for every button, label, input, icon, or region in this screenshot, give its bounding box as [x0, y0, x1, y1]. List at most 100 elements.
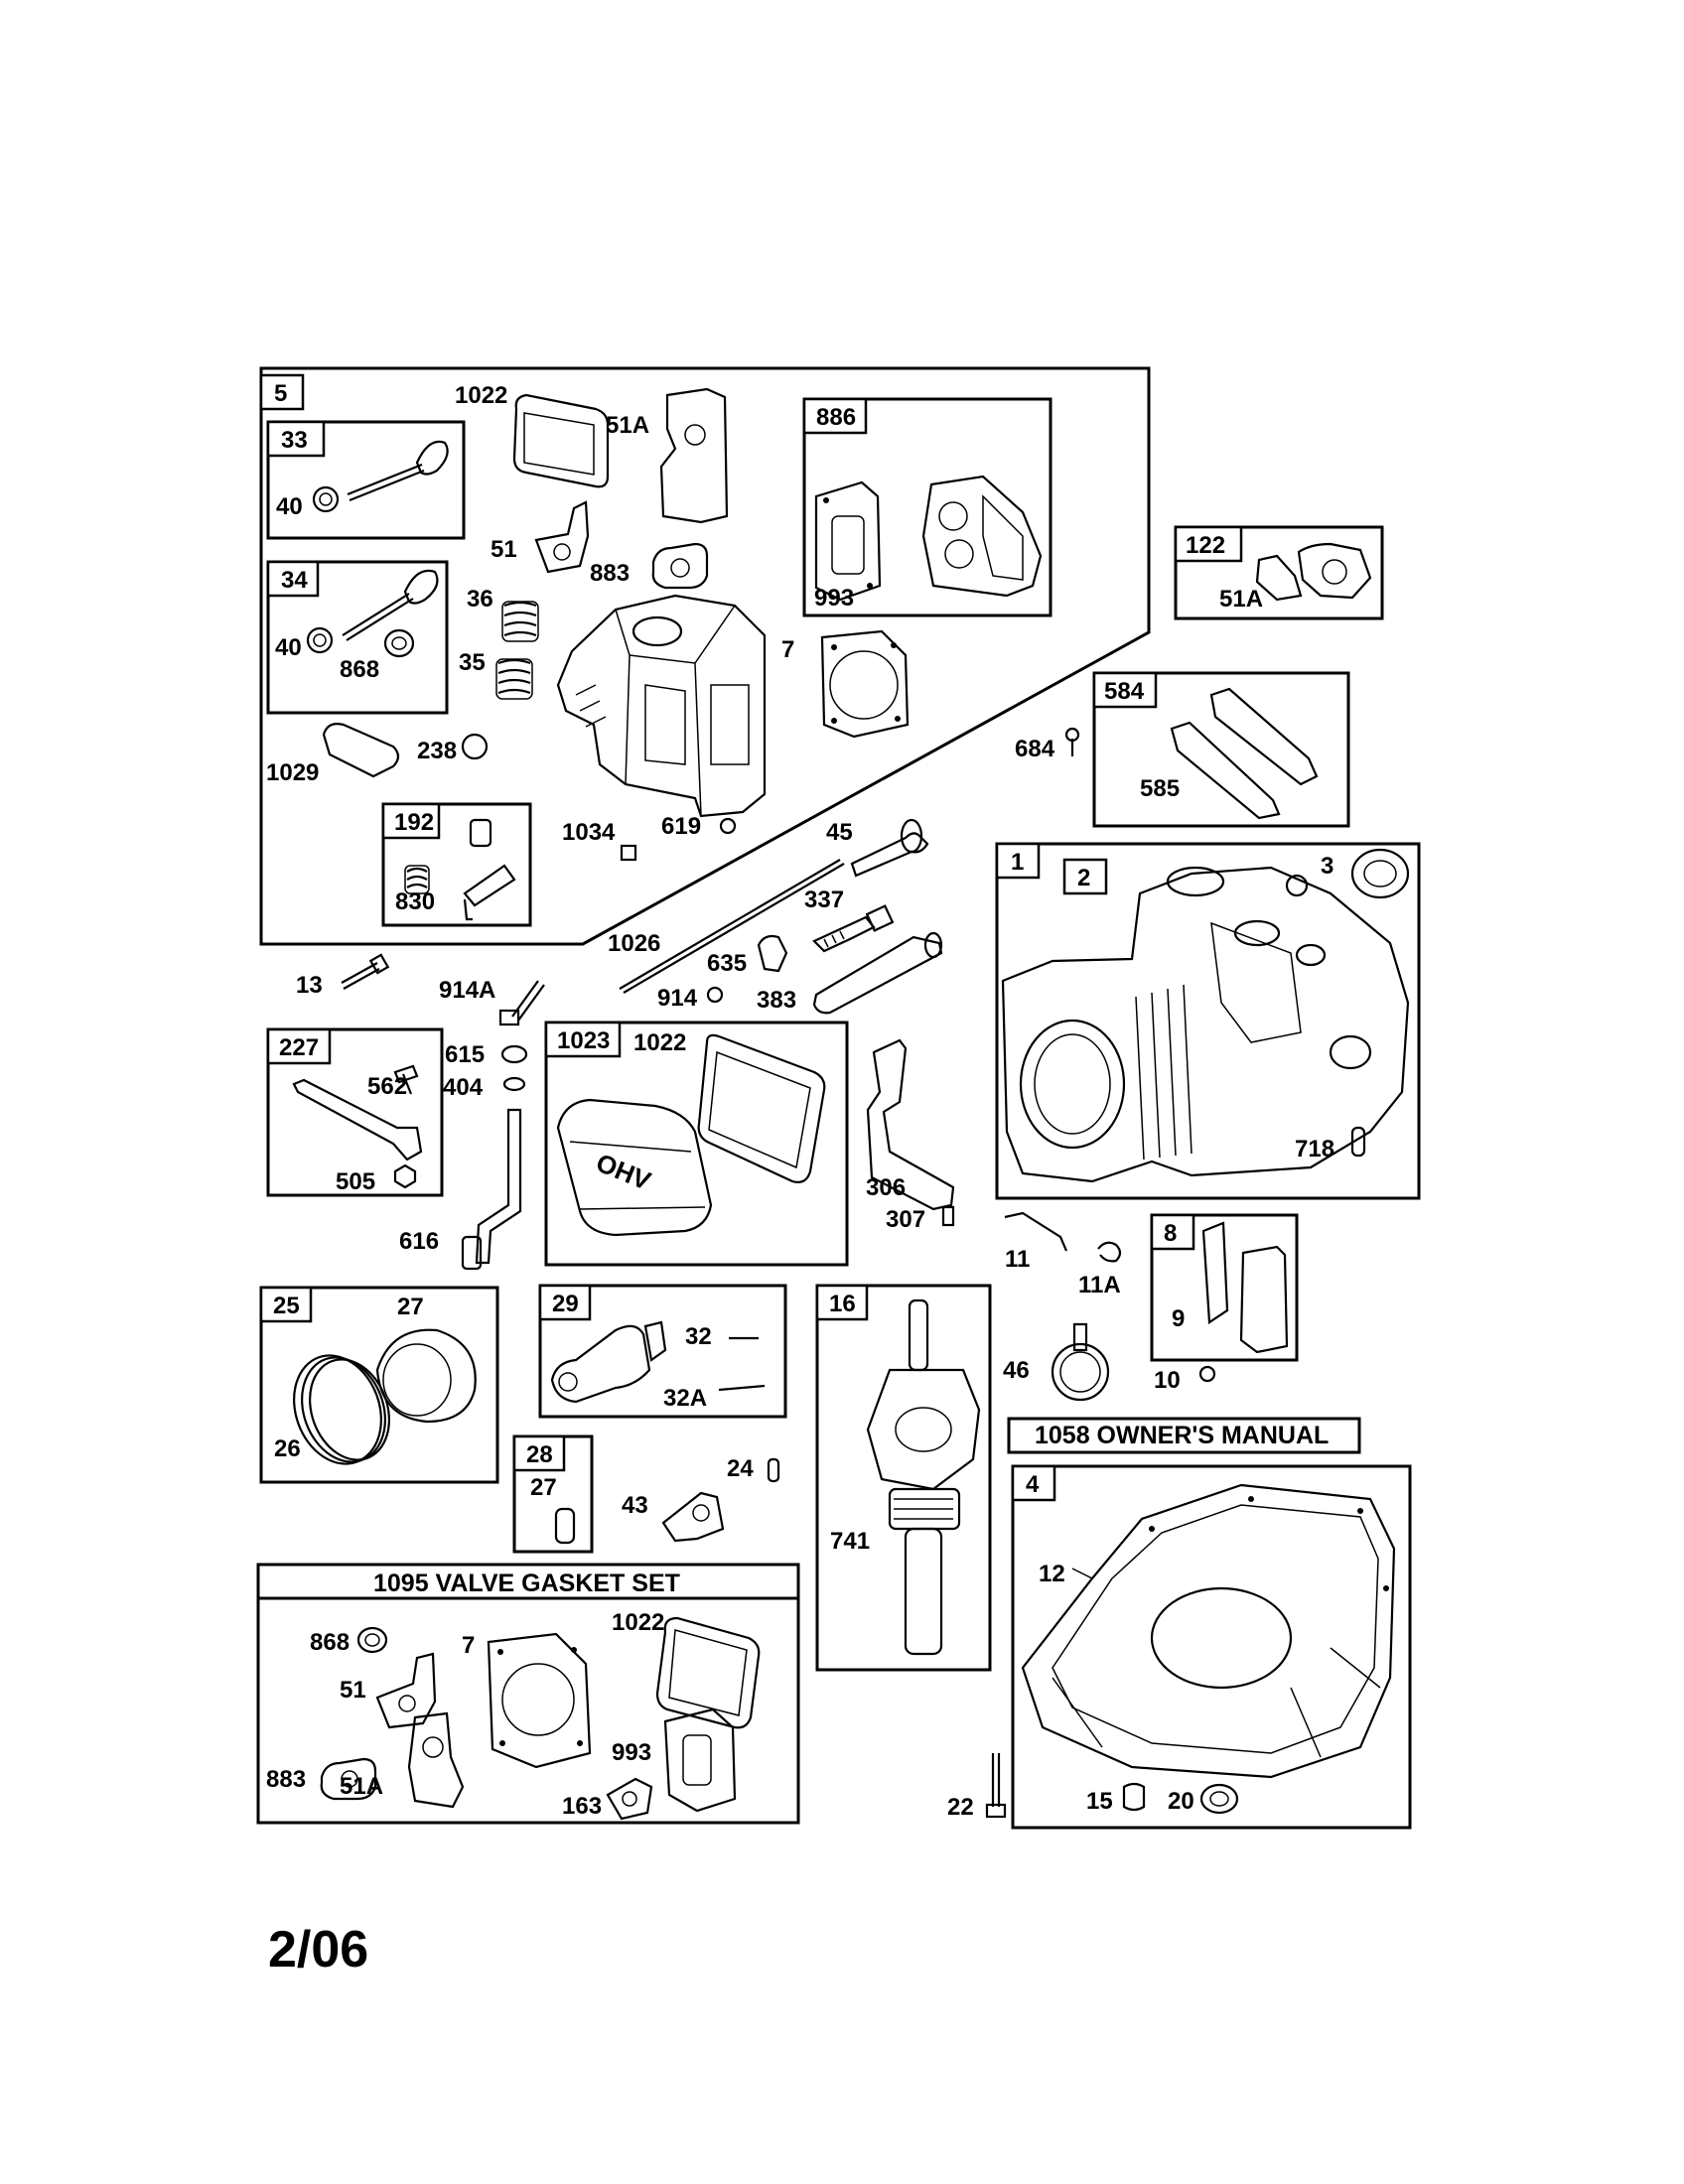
link-11: 11 [1004, 1211, 1068, 1273]
intake-gasket-51A: 51A [606, 387, 729, 524]
part-914: 914 [657, 985, 698, 1012]
group-227-tag: 227 [279, 1034, 319, 1061]
spark-plug-337: 337 [804, 887, 895, 953]
group-227-governor-lever: 227 562 505 [266, 1027, 444, 1197]
group-1023-rocker-cover: 1023 1022 OHV [544, 1021, 849, 1267]
part-26: 26 [274, 1435, 301, 1462]
group-5-tag: 5 [274, 380, 287, 407]
group-5-cylinder-head: 5 [259, 366, 1151, 946]
part-993-a: 993 [814, 585, 854, 612]
part-24: 24 [727, 1455, 754, 1482]
part-1029: 1029 [266, 759, 319, 786]
part-43: 43 [622, 1492, 648, 1519]
part-615: 615 [445, 1041, 485, 1068]
part-635: 635 [707, 950, 747, 977]
part-11: 11 [1005, 1246, 1030, 1273]
part-51A-b: 51A [1219, 586, 1263, 613]
screw-684: 684 [1015, 727, 1080, 762]
group-122-tag: 122 [1186, 532, 1225, 559]
part-51-b: 51 [340, 1677, 366, 1704]
screw-10: 10 [1154, 1365, 1216, 1394]
part-684: 684 [1015, 736, 1055, 762]
gasket-883: 883 [590, 542, 709, 590]
part-337: 337 [804, 887, 844, 913]
gasket-51: 51 [491, 500, 590, 574]
screw-307: 307 [886, 1205, 955, 1233]
group-28-tag: 28 [526, 1441, 553, 1468]
bracket-306: 306 [866, 1038, 955, 1211]
part-35: 35 [459, 649, 486, 676]
part-868-a: 868 [340, 656, 379, 683]
part-12: 12 [1039, 1561, 1065, 1587]
part-32A: 32A [663, 1385, 707, 1412]
part-51A-a: 51A [606, 412, 649, 439]
part-51-a: 51 [491, 536, 517, 563]
part-3: 3 [1321, 853, 1333, 880]
bolt-13: 13 [296, 953, 390, 999]
group-122-gasket: 122 51A [1174, 525, 1384, 620]
ohv-logo: OHV [592, 1148, 655, 1196]
group-2-tag: 2 [1077, 865, 1090, 891]
governor-rod-1026: 1026 [608, 859, 845, 994]
group-584-tag: 584 [1104, 678, 1145, 705]
group-33-tag: 33 [281, 427, 308, 454]
part-7-b: 7 [462, 1632, 475, 1659]
rocker-arm-1029: 1029 [266, 723, 400, 786]
part-27-a: 27 [397, 1294, 424, 1320]
screw-914: 914 [657, 985, 724, 1012]
part-36: 36 [467, 586, 493, 613]
part-13: 13 [296, 972, 323, 999]
part-562: 562 [367, 1073, 407, 1100]
clip-11A: 11A [1078, 1241, 1122, 1298]
plug-238: 238 [417, 733, 489, 764]
part-306: 306 [866, 1174, 906, 1201]
part-383: 383 [757, 987, 796, 1014]
valve-spring-36: 36 [467, 586, 539, 642]
dipstick-tube-383: 383 [757, 931, 943, 1015]
group-4-crankcase-cover: 4 12 15 20 [1011, 1464, 1412, 1830]
part-40-a: 40 [276, 493, 303, 520]
group-29-connecting-rod: 29 32 32A [538, 1284, 787, 1419]
part-20: 20 [1168, 1788, 1194, 1815]
part-1022-b: 1022 [633, 1029, 686, 1056]
group-886-tag: 886 [816, 404, 856, 431]
part-616: 616 [399, 1228, 439, 1255]
part-7-a: 7 [781, 636, 794, 663]
part-830: 830 [395, 888, 435, 915]
part-404: 404 [443, 1074, 484, 1101]
part-11A: 11A [1078, 1272, 1121, 1298]
group-8-gasket: 8 9 [1150, 1213, 1299, 1362]
part-27-b: 27 [530, 1474, 557, 1501]
head-gasket-7: 7 [781, 629, 910, 739]
governor-43: 43 [622, 1491, 725, 1543]
valve-gasket-set-1095: 1095 VALVE GASKET SET 868 51 7 1022 51A … [256, 1563, 800, 1825]
part-1034: 1034 [562, 819, 616, 846]
part-1034-clip: 1034 [562, 819, 637, 862]
push-rod-45: 45 [826, 818, 929, 878]
screw-619: 619 [661, 813, 737, 840]
governor-shaft-parts: 615 404 616 [399, 1041, 528, 1271]
group-25-tag: 25 [273, 1293, 300, 1319]
part-46: 46 [1003, 1357, 1030, 1384]
part-163: 163 [562, 1793, 602, 1820]
owners-manual-label: 1058 OWNER'S MANUAL [1035, 1422, 1329, 1449]
group-28-wrist-pin: 28 27 [512, 1434, 594, 1554]
valve-spring-35: 35 [459, 649, 533, 700]
part-741: 741 [830, 1528, 870, 1555]
part-868-b: 868 [310, 1629, 350, 1656]
connector-635: 635 [707, 934, 788, 977]
part-307: 307 [886, 1206, 925, 1233]
group-8-tag: 8 [1164, 1220, 1177, 1247]
part-40-b: 40 [275, 634, 302, 661]
cylinder-head-casting [556, 594, 767, 818]
group-1-cylinder-block: 1 2 3 718 [995, 842, 1421, 1200]
part-45: 45 [826, 819, 853, 846]
revision-date: 2/06 [268, 1921, 369, 1979]
group-25-piston: 25 27 26 [259, 1286, 499, 1484]
group-584-gasket: 584 585 [1092, 671, 1350, 828]
part-585: 585 [1140, 775, 1180, 802]
part-9: 9 [1172, 1305, 1185, 1332]
group-34-tag: 34 [281, 567, 308, 594]
group-192-tag: 192 [394, 809, 434, 836]
rocker-cover-gasket-1022: 1022 [455, 382, 610, 488]
